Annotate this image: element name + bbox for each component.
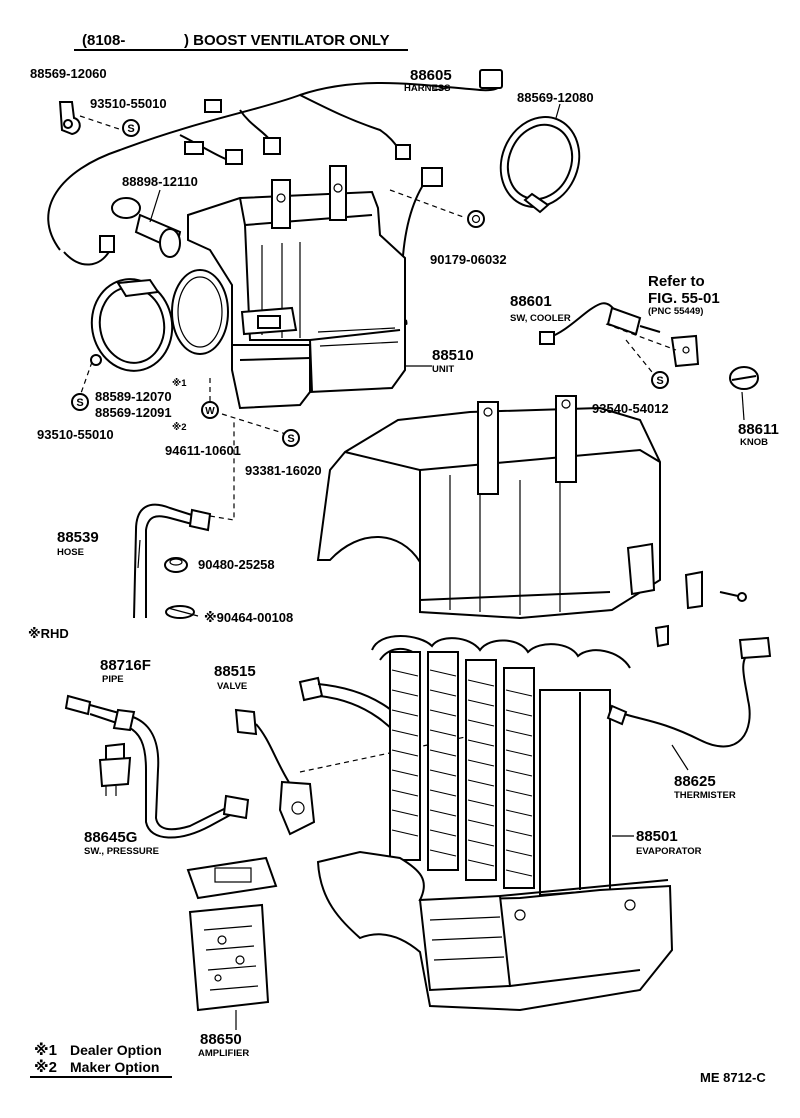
label-93540-54012: 93540-54012 [592, 401, 669, 416]
pressure-switch-88645g [98, 742, 132, 796]
label-harness: HARNESS [404, 83, 450, 94]
marker-1: ※1 [172, 378, 187, 389]
label-thermister: THERMISTER [674, 790, 736, 801]
lower-housing [316, 395, 747, 648]
label-88601: 88601 [510, 293, 552, 310]
label-88569-12091: 88569-12091 [95, 405, 172, 420]
harness-drawing [47, 69, 503, 325]
refer-line-3: (PNC 55449) [648, 306, 703, 317]
label-88625: 88625 [674, 773, 716, 790]
symbol-s-1: S [122, 119, 140, 137]
clamp-88569-12060 [58, 101, 81, 136]
knob-88611 [729, 366, 759, 390]
title-part-2: ) BOOST VENTILATOR ONLY [184, 32, 390, 49]
symbol-s-2: S [71, 393, 89, 411]
label-90480-25258: 90480-25258 [198, 557, 275, 572]
ring-clamp-88569-12080 [499, 116, 581, 214]
label-88539: 88539 [57, 529, 99, 546]
legend-mark-1: ※1 [34, 1041, 57, 1059]
marker-2: ※2 [172, 422, 187, 433]
label-93510-55010-top: 93510-55010 [90, 96, 167, 111]
clip-90464-00108 [165, 605, 199, 619]
ring-88589-12070 [171, 269, 229, 355]
label-94611-10601: 94611-10601 [165, 443, 241, 458]
label-amplifier: AMPLIFIER [198, 1048, 249, 1059]
motor-88898-12110 [111, 197, 182, 258]
label-88645g: 88645G [84, 829, 137, 846]
label-88510: 88510 [432, 347, 474, 364]
label-88650: 88650 [200, 1031, 242, 1048]
symbol-w-text: W [205, 406, 215, 417]
ring-clamp-88569-12091 [90, 278, 174, 372]
refer-line-1: Refer to [648, 273, 705, 290]
label-leaders [137, 87, 745, 1030]
label-valve: VALVE [217, 681, 247, 692]
diagram-title: (8108- ) BOOST VENTILATOR ONLY [74, 32, 408, 51]
label-90464-00108: ※90464-00108 [204, 610, 293, 625]
label-90179-06032: 90179-06032 [430, 252, 507, 267]
amplifier-88650 [186, 856, 278, 1012]
label-88605: 88605 [410, 67, 452, 84]
symbol-s-3: S [282, 429, 300, 447]
label-88589-12070: 88589-12070 [95, 389, 172, 404]
symbol-w: W [201, 401, 219, 419]
unit-88510-upper [187, 165, 406, 410]
symbol-s-2-text: S [76, 397, 83, 409]
grommet-90480-25258 [164, 557, 188, 573]
label-88569-12060: 88569-12060 [30, 66, 107, 81]
evaporator-88501 [298, 635, 772, 897]
legend-dealer-option: Dealer Option [70, 1042, 162, 1058]
label-sw-pressure: SW., PRESSURE [84, 846, 159, 857]
label-88501: 88501 [636, 828, 678, 845]
label-93510-55010-bottom: 93510-55010 [37, 427, 114, 442]
label-88515: 88515 [214, 663, 256, 680]
label-pipe: PIPE [102, 674, 124, 685]
symbol-s-3-text: S [287, 433, 294, 445]
legend-mark-2: ※2 [34, 1058, 57, 1076]
label-unit: UNIT [432, 364, 454, 375]
evaporator-fins [391, 669, 533, 877]
title-part-1: (8108- [82, 32, 125, 49]
label-hose: HOSE [57, 547, 84, 558]
diagram-code: ME 8712-C [700, 1070, 766, 1085]
nut-90179-06032 [467, 210, 485, 228]
legend: ※1 Dealer Option ※2 Maker Option [30, 1041, 172, 1078]
pipe-88716f [64, 694, 250, 839]
refer-line-2: FIG. 55-01 [648, 290, 720, 307]
label-88716f: 88716F [100, 657, 151, 674]
label-93381-16020: 93381-16020 [245, 463, 322, 478]
label-knob: KNOB [740, 437, 768, 448]
legend-maker-option: Maker Option [70, 1059, 159, 1075]
marker-rhd: ※RHD [28, 626, 69, 641]
label-sw-cooler: SW, COOLER [510, 313, 571, 324]
lower-case [316, 850, 674, 1012]
leader-lines [79, 115, 677, 521]
symbol-s-1-text: S [127, 123, 134, 135]
label-evaporator: EVAPORATOR [636, 846, 702, 857]
symbol-s-4: S [651, 371, 669, 389]
hose-88539 [133, 503, 212, 619]
label-88898-12110: 88898-12110 [122, 174, 198, 189]
label-88611: 88611 [738, 421, 779, 438]
label-88569-12080: 88569-12080 [517, 90, 594, 105]
switch-cooler-88601 [539, 302, 700, 368]
symbol-s-4-text: S [656, 375, 663, 387]
